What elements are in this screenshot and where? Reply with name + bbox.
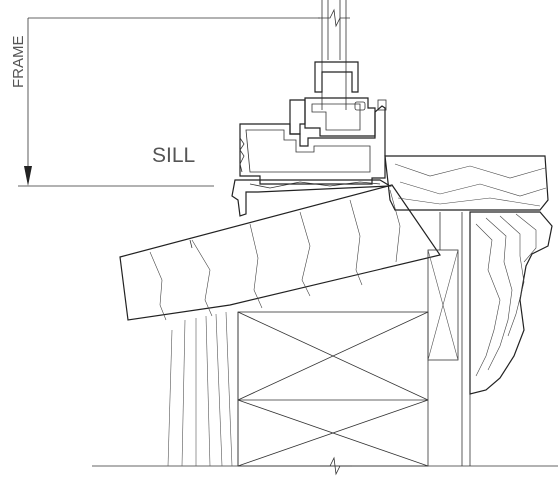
timber-sill <box>119 184 441 321</box>
frame-dimension: FRAME <box>10 17 320 187</box>
glazing-above <box>318 0 350 110</box>
frame-arrowhead <box>24 166 32 186</box>
break-symbol-top <box>318 8 350 28</box>
wall-stud-assembly <box>92 212 558 476</box>
sash-profile <box>304 61 376 137</box>
frame-profile <box>231 99 393 217</box>
frame-label: FRAME <box>10 36 27 89</box>
exterior-trim-block <box>384 155 549 211</box>
sill-label: SILL <box>152 144 195 167</box>
brick-moulding <box>469 211 553 395</box>
